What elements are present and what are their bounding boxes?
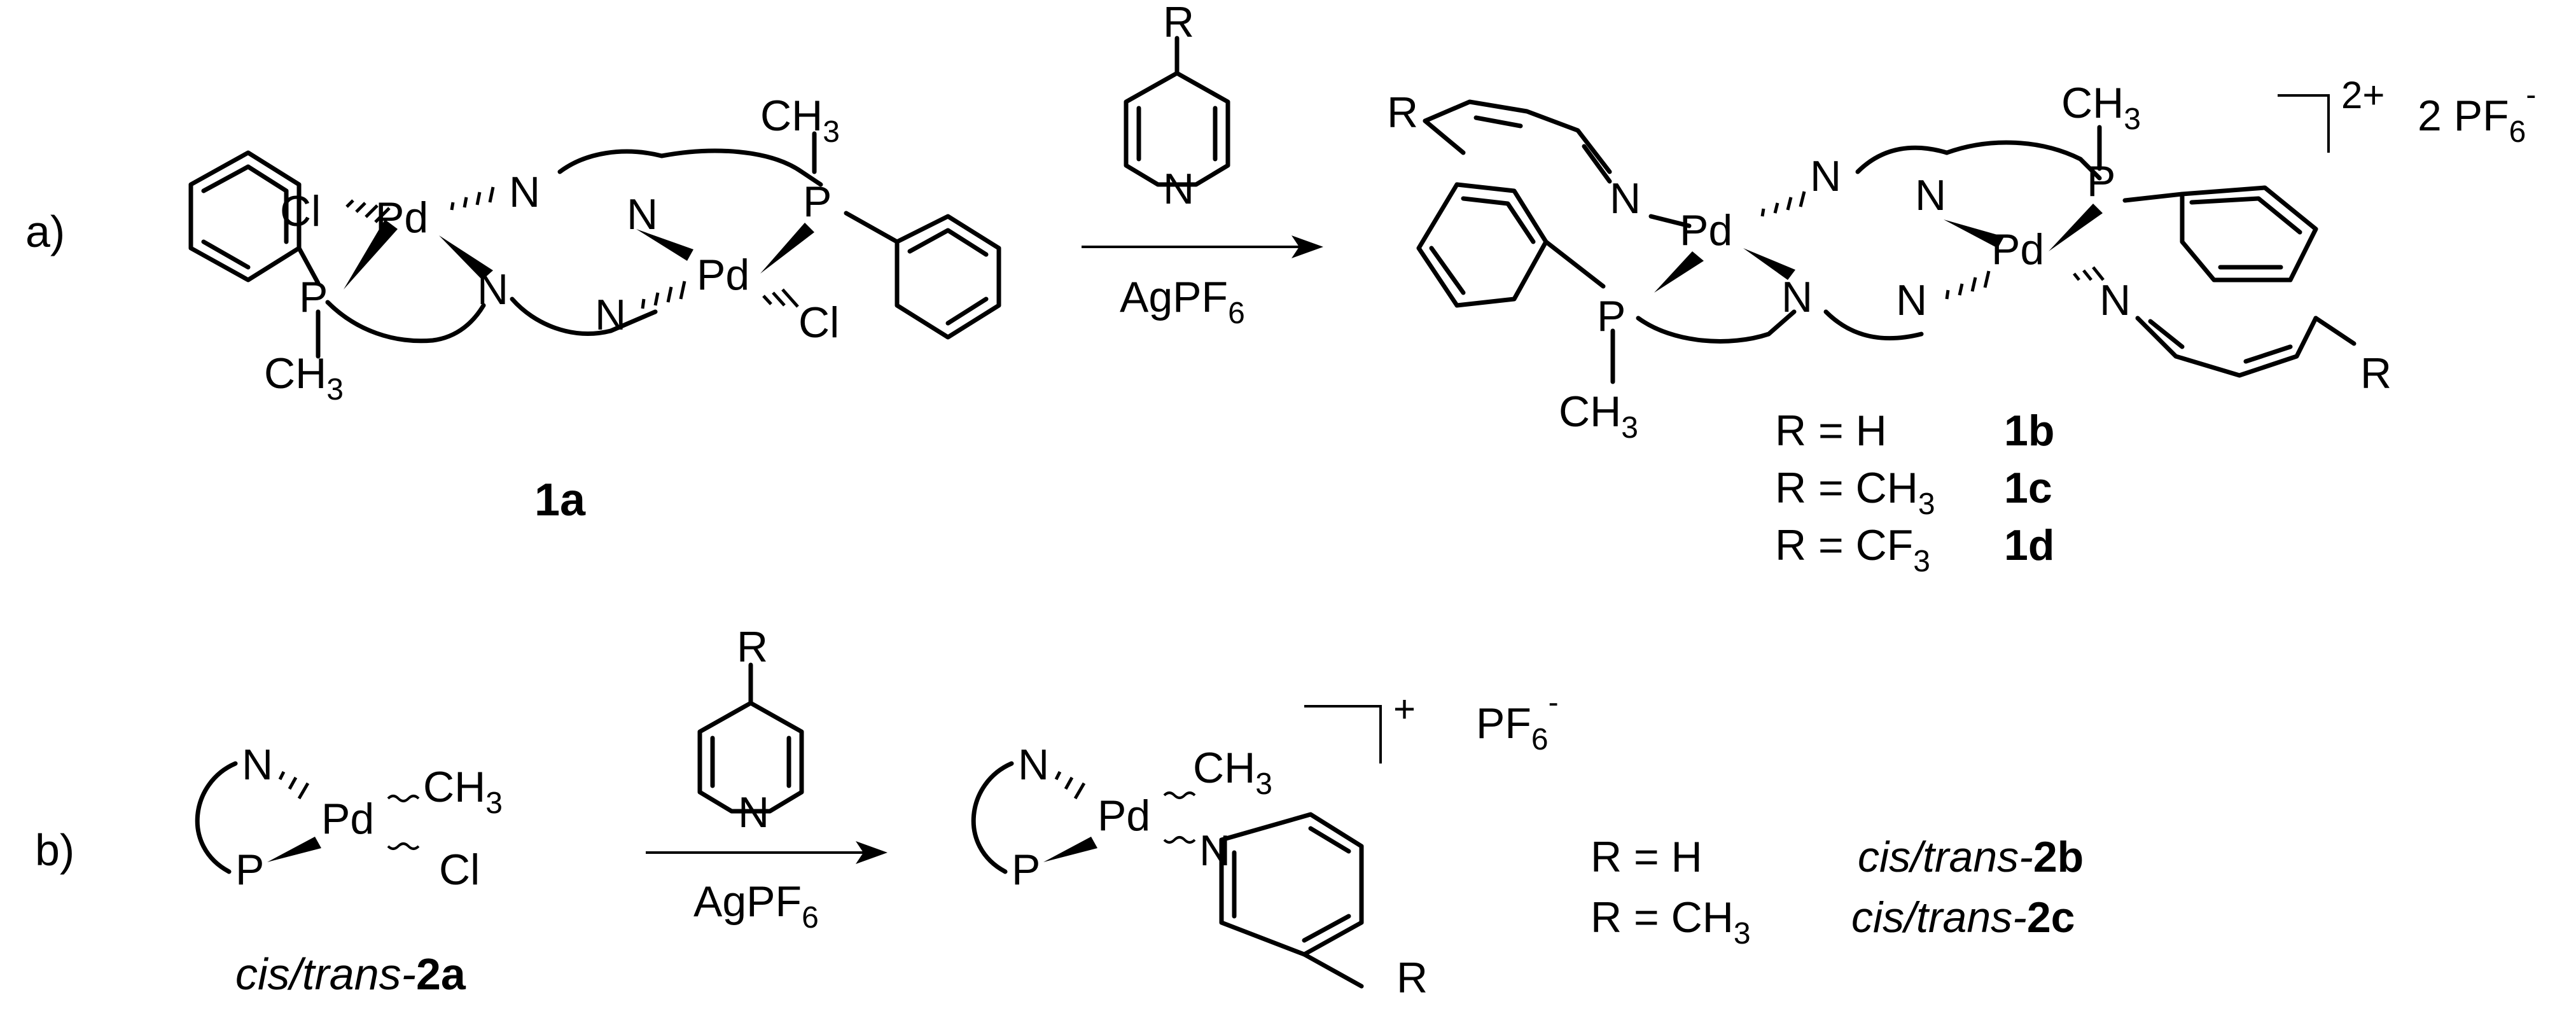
table-b-row1-r: R = H bbox=[1591, 833, 1702, 881]
atom-p-2bc: P bbox=[1012, 846, 1040, 894]
charge-bracket-a bbox=[2278, 94, 2330, 153]
atom-r-product-lower: R bbox=[2360, 349, 2392, 398]
compound-2a-structure bbox=[195, 761, 420, 874]
phenyl-ring-product-left bbox=[1416, 182, 1549, 308]
part-a-label: a) bbox=[25, 207, 65, 256]
atom-n-product-right-upper: N bbox=[1915, 171, 1946, 220]
table-b-row2-compound: cis/trans-2c bbox=[1851, 893, 2075, 942]
atom-n-1a-right-lower: N bbox=[595, 291, 626, 339]
table-b-row1-compound: cis/trans-2b bbox=[1858, 833, 2084, 881]
atom-r-product-upper: R bbox=[1387, 88, 1418, 137]
atom-pd-2a: Pd bbox=[321, 795, 374, 843]
table-a-row3-compound: 1d bbox=[2004, 521, 2054, 569]
compound-label-1a: 1a bbox=[534, 475, 586, 526]
compound-label-2a: cis/trans-2a bbox=[235, 949, 466, 999]
atom-pd-1a-right: Pd bbox=[697, 251, 749, 299]
atom-pd-product-left: Pd bbox=[1680, 206, 1732, 254]
methyl-2a: CH3 bbox=[423, 763, 503, 820]
table-a-row3-r: R = CF3 bbox=[1775, 521, 1930, 578]
atom-p-product-left: P bbox=[1597, 292, 1626, 340]
atom-p-2a: P bbox=[235, 846, 264, 894]
charge-bracket-b bbox=[1304, 705, 1382, 763]
phenyl-ring-left bbox=[188, 150, 302, 282]
reagent-pyridine-a bbox=[1124, 36, 1230, 187]
atom-n-1a-upper: N bbox=[509, 168, 540, 216]
hashed-bond-cl-pd bbox=[345, 199, 391, 223]
hashed-bond-pd2-cl bbox=[762, 288, 799, 308]
reagent-a-r: R bbox=[1163, 0, 1194, 46]
reagent-b-n: N bbox=[738, 788, 769, 837]
hashed-bond-pd-n bbox=[450, 186, 495, 211]
methyl-1a-right: CH3 bbox=[760, 92, 840, 149]
methyl-2bc: CH3 bbox=[1193, 744, 1272, 801]
table-a-row1-compound: 1b bbox=[2004, 407, 2054, 455]
compound-1a-structure bbox=[188, 131, 1001, 359]
methyl-product-left: CH3 bbox=[1559, 387, 1638, 445]
reagent-b-below: AgPF6 bbox=[693, 877, 819, 935]
atom-cl-1a-right: Cl bbox=[798, 298, 839, 347]
table-a-row1-r: R = H bbox=[1775, 407, 1887, 455]
atom-cl-2a: Cl bbox=[439, 846, 480, 894]
reagent-pyridine-b bbox=[697, 662, 804, 814]
atom-p-product-right: P bbox=[2087, 157, 2115, 206]
charge-a: 2+ bbox=[2341, 74, 2385, 116]
atom-n-2a: N bbox=[242, 741, 273, 789]
reagent-a-below: AgPF6 bbox=[1120, 273, 1245, 330]
methyl-product-right: CH3 bbox=[2061, 79, 2141, 136]
atom-pd-product-right: Pd bbox=[1991, 225, 2044, 274]
hashed-bond-product-pd-n bbox=[1760, 191, 1806, 217]
counterion-a: 2 PF6- bbox=[2418, 78, 2536, 149]
atom-cl-1a-left: Cl bbox=[280, 187, 321, 235]
reagent-a-n: N bbox=[1163, 165, 1194, 213]
reaction-arrow-a bbox=[1082, 235, 1323, 258]
hashed-bond-product-n-pd2 bbox=[1945, 270, 1991, 300]
atom-r-2bc: R bbox=[1396, 954, 1428, 1002]
hashed-bond-product-pd2-n bbox=[2073, 266, 2105, 281]
hashed-bond-2bc-n-pd bbox=[1054, 770, 1086, 800]
atom-pd-1a-left: Pd bbox=[375, 193, 428, 242]
compound-1bcd-structure bbox=[1416, 94, 2357, 384]
atom-n-product-right-lower: N bbox=[1896, 276, 1927, 324]
atom-n-product-lower: N bbox=[1781, 273, 1813, 321]
atom-p-1a-right: P bbox=[803, 178, 832, 226]
charge-b: + bbox=[1393, 688, 1416, 730]
methyl-1a-left: CH3 bbox=[264, 349, 344, 407]
atom-pd-2bc: Pd bbox=[1097, 791, 1150, 840]
compound-2bc-structure bbox=[971, 705, 1382, 989]
atom-n-product-py-left: N bbox=[1610, 174, 1641, 223]
table-b-row2-r: R = CH3 bbox=[1591, 893, 1751, 951]
substituent-table-a: R = H 1b R = CH3 1c R = CF3 1d bbox=[1775, 407, 2054, 578]
hashed-bond-n-pd2 bbox=[641, 281, 686, 309]
phenyl-ring-product-right bbox=[2122, 185, 2318, 282]
atom-n-1a-lower: N bbox=[477, 265, 508, 314]
atom-n-1a-right-upper: N bbox=[627, 190, 658, 239]
atom-p-1a-left: P bbox=[299, 273, 328, 321]
reagent-b-r: R bbox=[737, 623, 768, 671]
reaction-arrow-b bbox=[646, 841, 888, 864]
atom-n-2bc-pyridine: N bbox=[1199, 826, 1230, 875]
table-a-row2-r: R = CH3 bbox=[1775, 464, 1935, 521]
atom-n-product-py-right: N bbox=[2099, 276, 2131, 324]
hashed-bond-2a-n-pd bbox=[278, 770, 310, 800]
atom-n-2bc: N bbox=[1018, 741, 1049, 789]
part-b-label: b) bbox=[35, 825, 74, 875]
table-a-row2-compound: 1c bbox=[2004, 464, 2052, 512]
counterion-b: PF6- bbox=[1476, 686, 1559, 757]
substituent-table-b: R = H cis/trans-2b R = CH3 cis/trans-2c bbox=[1591, 833, 2084, 951]
phenyl-ring-right bbox=[844, 211, 1001, 340]
atom-n-product-upper: N bbox=[1810, 152, 1841, 200]
